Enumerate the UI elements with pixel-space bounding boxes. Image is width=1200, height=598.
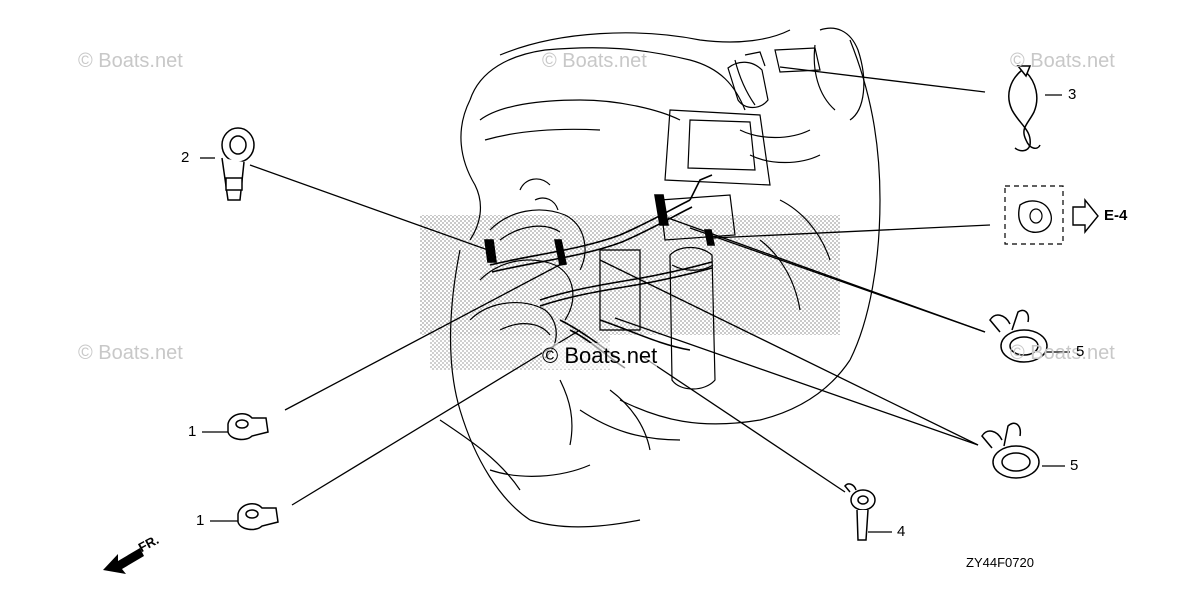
- watermark: © Boats.net: [542, 50, 647, 72]
- cable-tie-clip-icon: [844, 483, 876, 541]
- watermark-center: © Boats.net: [542, 343, 658, 369]
- callout-number[interactable]: 2: [181, 149, 190, 166]
- harness-clamp-icon: [227, 413, 269, 441]
- reference-link[interactable]: E-4: [1104, 207, 1128, 224]
- cable-tie-band-icon: [221, 127, 255, 201]
- drawing-code: ZY44F0720: [966, 555, 1034, 570]
- harness-clamp-icon: [237, 503, 279, 531]
- hose-clamp-icon: [989, 309, 1048, 363]
- watermark: © Boats.net: [78, 50, 183, 72]
- callout-number[interactable]: 4: [897, 523, 906, 540]
- engine-outline: [439, 27, 881, 528]
- watermark: © Boats.net: [78, 342, 183, 364]
- reference-arrow-icon: [1072, 198, 1099, 234]
- watermark: © Boats.net: [1010, 342, 1115, 364]
- wire-clip-icon: [1008, 65, 1041, 152]
- reference-part-box: [1004, 185, 1064, 245]
- callout-number[interactable]: 5: [1070, 457, 1079, 474]
- watermark: © Boats.net: [1010, 50, 1115, 72]
- callout-number[interactable]: 5: [1076, 343, 1085, 360]
- front-direction-arrow-icon: [103, 548, 144, 574]
- callout-number[interactable]: 1: [196, 512, 205, 529]
- callout-number[interactable]: 1: [188, 423, 197, 440]
- leader-lines: [200, 66, 1070, 533]
- callout-number[interactable]: 3: [1068, 86, 1077, 103]
- hose-clamp-icon: [981, 422, 1040, 479]
